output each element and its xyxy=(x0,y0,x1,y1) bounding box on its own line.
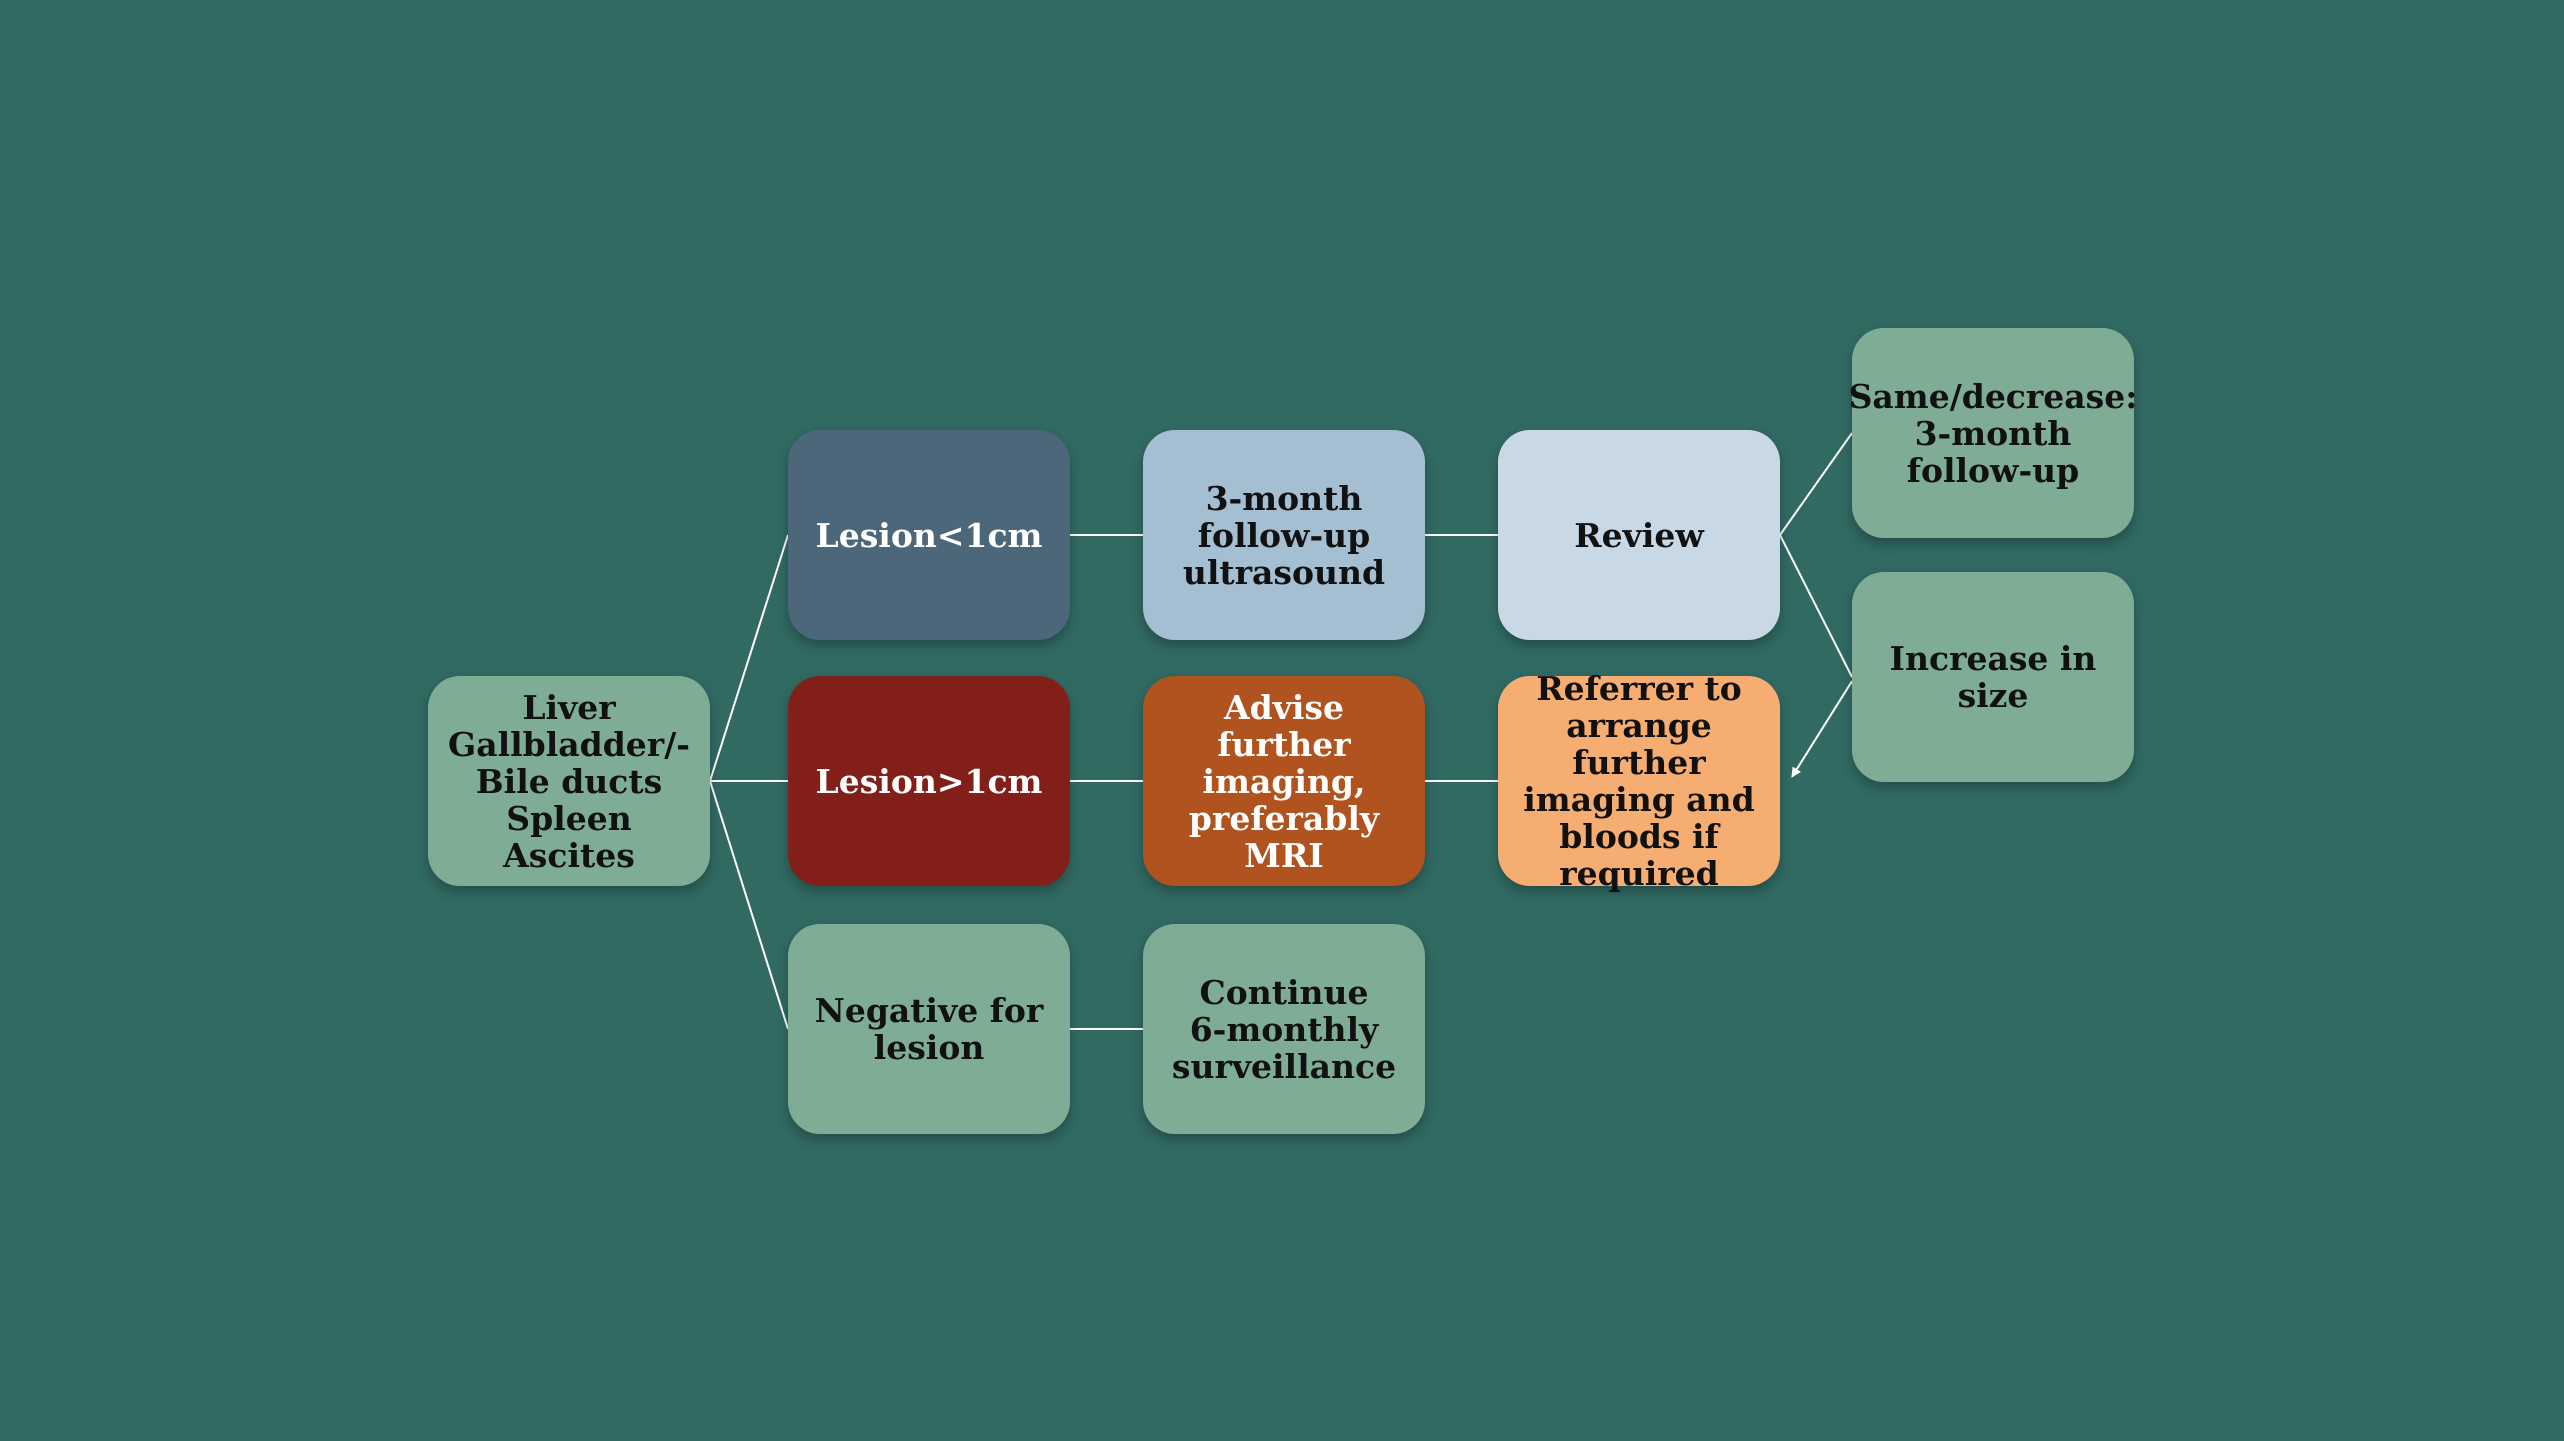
node-3-month-ultrasound-label: 3-month follow-up ultrasound xyxy=(1182,478,1386,592)
node-review: Review xyxy=(1498,430,1780,640)
connector-review-to-same xyxy=(1779,432,1853,536)
node-referrer-arrange-imaging: Referrer to arrange further imaging and … xyxy=(1498,670,1780,892)
node-lesion-under-1cm: Lesion<1cm xyxy=(788,430,1070,640)
node-3-month-ultrasound: 3-month follow-up ultrasound xyxy=(1143,430,1425,640)
node-lesion-over-1cm: Lesion>1cm xyxy=(788,676,1070,886)
node-same-or-decrease-label: Same/decrease: 3-month follow-up xyxy=(1848,376,2138,490)
connector-review-to-increase xyxy=(1779,534,1853,678)
connector-root-to-negative xyxy=(709,780,789,1030)
node-advise-mri-label: Advise further imaging, preferably MRI xyxy=(1188,687,1380,875)
node-continue-surveillance: Continue 6-monthly surveillance xyxy=(1143,924,1425,1134)
node-lesion-under-1cm-label: Lesion<1cm xyxy=(815,515,1043,555)
node-negative-for-lesion: Negative for lesion xyxy=(788,924,1070,1134)
node-organs: Liver Gallbladder/- Bile ducts Spleen As… xyxy=(428,676,710,886)
node-negative-for-lesion-label: Negative for lesion xyxy=(814,991,1044,1067)
node-referrer-arrange-imaging-label: Referrer to arrange further imaging and … xyxy=(1523,669,1755,893)
node-increase-in-size-label: Increase in size xyxy=(1889,639,2097,715)
node-increase-in-size: Increase in size xyxy=(1852,572,2134,782)
node-lesion-over-1cm-label: Lesion>1cm xyxy=(815,761,1043,801)
node-advise-mri: Advise further imaging, preferably MRI xyxy=(1143,676,1425,886)
node-same-or-decrease: Same/decrease: 3-month follow-up xyxy=(1849,328,2137,538)
node-continue-surveillance-label: Continue 6-monthly surveillance xyxy=(1171,972,1397,1086)
node-organs-label: Liver Gallbladder/- Bile ducts Spleen As… xyxy=(448,687,690,875)
connector-root-to-lesion_small xyxy=(709,534,789,782)
node-review-label: Review xyxy=(1574,515,1704,555)
connector-increase-to-referrer xyxy=(1791,680,1853,778)
